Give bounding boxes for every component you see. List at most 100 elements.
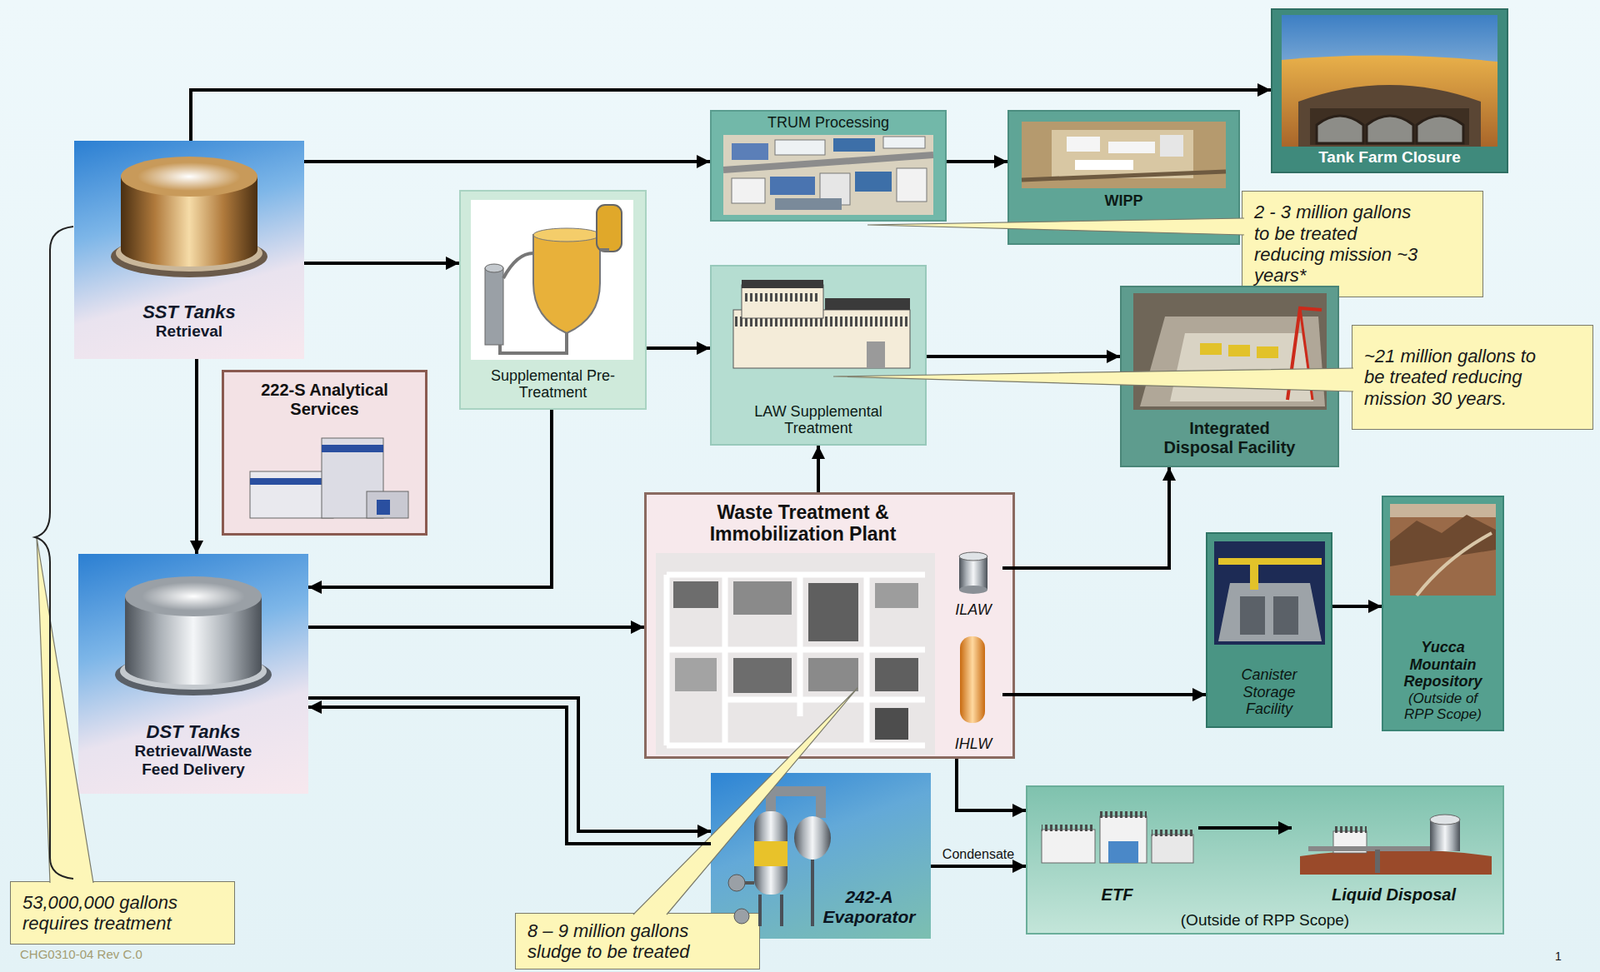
flow-arrow (646, 346, 710, 350)
etf-building-picture (1041, 825, 1095, 832)
wipp-site-picture (1075, 160, 1134, 170)
grouping-brace (35, 226, 74, 880)
canister-icon: ILAW (944, 543, 1003, 621)
box-label: Yucca Mountain Repository (1397, 639, 1490, 691)
disposal-trench-picture (1133, 293, 1327, 410)
box-label: DST Tanks (146, 721, 241, 743)
single-shell-tank-picture (120, 233, 258, 267)
callout-box: 8 – 9 million gallons sludge to be treat… (515, 913, 760, 970)
liquid-disposal-picture (1430, 815, 1460, 825)
box-label: Tank Farm Closure (1318, 148, 1461, 167)
single-shell-tank-picture (115, 235, 263, 272)
pretreatment-vessel-picture (503, 253, 534, 279)
trum-site-picture (833, 138, 875, 152)
disposal-trench-picture (1200, 343, 1222, 355)
lab-building-picture (321, 438, 384, 519)
flow-arrow (308, 625, 645, 630)
lab-building-picture (250, 471, 334, 519)
double-shell-tank-picture (125, 576, 262, 617)
single-shell-tank-picture (120, 156, 258, 197)
evaporator-picture (728, 875, 745, 892)
box-label: ETF (1101, 885, 1134, 905)
trum-site-picture (896, 168, 927, 202)
ilaw-canister-symbol (959, 552, 988, 561)
box-label: Liquid Disposal (1331, 885, 1456, 905)
callout-pointer (36, 537, 94, 884)
wipp-site-picture (1021, 171, 1226, 180)
liquid-disposal-picture (1300, 850, 1492, 875)
ilaw-canister-symbol (959, 556, 988, 590)
mountain-picture (1390, 504, 1496, 518)
wipp-site-picture (1066, 136, 1100, 152)
plant-site-plan (733, 581, 792, 615)
flow-arrow (308, 707, 711, 845)
trum-site-picture (820, 173, 850, 205)
box-label: WIPP (1104, 192, 1143, 210)
pretreatment-vessel-picture (485, 264, 504, 273)
canister-vault-picture (1250, 565, 1259, 590)
plant-site-plan (655, 553, 935, 755)
law-building-picture (745, 293, 820, 302)
canister-vault-picture (1214, 541, 1325, 645)
law-building-picture (733, 310, 910, 369)
disposal-panel: (Outside of RPP Scope)ETFLiquid Disposal (1025, 785, 1505, 935)
trum-site-picture (775, 198, 842, 210)
plant-site-plan (808, 583, 859, 642)
pretreatment-vessel-picture (596, 205, 622, 252)
trum-site-picture (883, 136, 925, 149)
law-building-picture (825, 298, 910, 310)
disposal-trench-picture (1256, 346, 1279, 359)
trum-site-picture (775, 140, 825, 155)
single-shell-tank-picture (137, 162, 241, 191)
callout-pointer (633, 688, 858, 915)
plant-site-plan (666, 575, 925, 746)
box-label: ILAW (955, 601, 992, 620)
etf-building-picture (1100, 811, 1147, 819)
double-shell-tank-picture (115, 654, 272, 696)
mountain-picture (1390, 515, 1496, 567)
plant-site-plan (875, 583, 919, 609)
liquid-disposal-picture (1333, 826, 1367, 834)
closure-picture (1298, 85, 1481, 147)
flow-arrow (1332, 605, 1382, 609)
closure-picture (1316, 115, 1364, 144)
evaporator-picture (734, 909, 750, 925)
closure-picture (1281, 15, 1498, 147)
flow-arrow (926, 355, 1120, 359)
law-building-picture (866, 341, 885, 369)
canister-vault-picture (1218, 583, 1322, 642)
etf-building-picture (1041, 830, 1095, 864)
trum-site-picture (855, 171, 892, 192)
facility-icon: ETF (1035, 791, 1199, 907)
double-shell-tank-picture (141, 582, 245, 611)
process-box: Supplemental Pre-Treatment (459, 190, 647, 410)
law-building-picture (733, 280, 910, 369)
process-box: LAW Supplemental Treatment (710, 265, 927, 446)
evaporator-picture (770, 791, 821, 819)
single-shell-tank-picture (110, 235, 268, 278)
box-label: 242-A Evaporator (819, 887, 920, 928)
closure-picture (1366, 115, 1414, 144)
flow-arrow (816, 445, 820, 493)
etf-building-picture (1151, 835, 1194, 864)
disposal-trench-picture (1133, 293, 1327, 410)
closure-picture (1416, 115, 1464, 144)
canister-vault-picture (1240, 596, 1265, 635)
plant-site-plan (875, 708, 909, 740)
trum-site-picture (723, 135, 934, 215)
etf-building-picture (1100, 816, 1147, 864)
trum-site-picture (723, 135, 934, 215)
facility-box: Canister Storage Facility (1205, 532, 1333, 729)
flow-arrow (304, 261, 460, 265)
etf-building-picture (1151, 830, 1194, 837)
box-label: TRUM Processing (767, 114, 890, 132)
disposal-trench-picture (1228, 345, 1250, 357)
evaporator-picture (794, 816, 831, 860)
facility-box: Yucca Mountain Repository(Outside of RPP… (1381, 495, 1505, 732)
canister-vault-picture (1214, 541, 1325, 645)
double-shell-tank-picture (120, 653, 267, 690)
mountain-picture (1390, 504, 1496, 596)
canister-vault-picture (1273, 596, 1299, 635)
plant-site-plan (733, 658, 792, 694)
